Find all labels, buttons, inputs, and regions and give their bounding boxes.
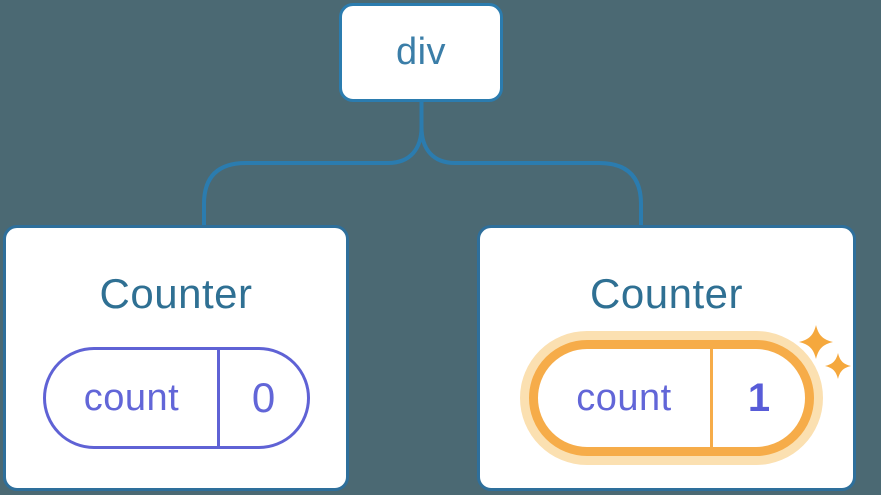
counter-card-left: Counter count 0 <box>3 225 349 491</box>
state-pill: count 0 <box>43 347 310 449</box>
component-title: Counter <box>590 270 743 317</box>
state-value: 1 <box>747 375 771 420</box>
state-key-label: count <box>83 376 180 419</box>
state-key-label: count <box>576 376 672 419</box>
pill-divider <box>710 349 713 447</box>
state-value: 0 <box>251 374 276 421</box>
root-node-label: div <box>395 31 447 73</box>
root-node-div: div <box>339 3 503 102</box>
state-pill-highlighted: count 1 <box>529 340 814 456</box>
counter-card-right: Counter count 1 <box>477 225 856 491</box>
component-title: Counter <box>99 270 253 317</box>
pill-divider <box>217 350 220 446</box>
